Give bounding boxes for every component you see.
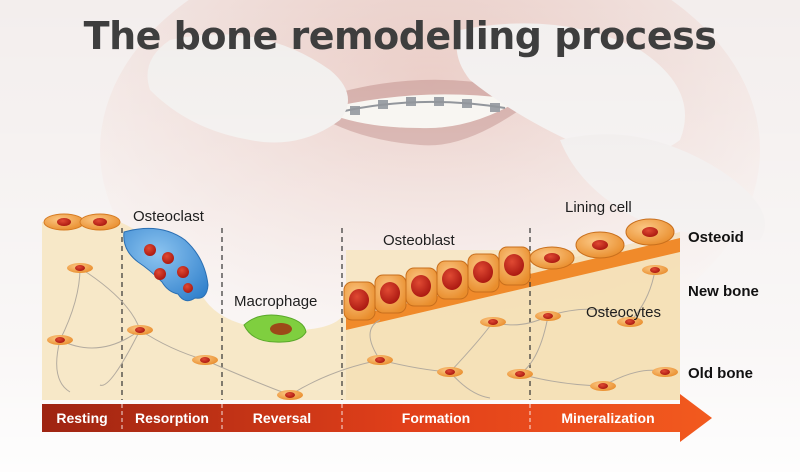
osteocyte-group [47, 263, 678, 400]
lining-cell-row [529, 218, 675, 270]
osteoblast-cell [467, 253, 500, 293]
phase-resorption: Resorption [135, 410, 209, 426]
phase-mineralization: Mineralization [561, 410, 654, 426]
resting-lining-cells [43, 213, 121, 231]
osteocyte-cell [652, 367, 678, 377]
osteocyte-cell [67, 263, 93, 273]
osteocytes-label: Osteocytes [586, 304, 661, 321]
osteoblast-cell [374, 274, 407, 314]
osteoblast-cell [498, 246, 531, 286]
phase-formation: Formation [402, 410, 470, 426]
osteocyte-cell [535, 311, 561, 321]
osteoclast-label: Osteoclast [133, 208, 205, 225]
osteoblast-cell [343, 281, 376, 321]
osteocyte-cell [617, 317, 643, 327]
macrophage-cell [243, 314, 307, 343]
osteoblast-label: Osteoblast [383, 232, 456, 249]
osteocyte-cell [480, 317, 506, 327]
osteocyte-cell [642, 265, 668, 275]
lining-cell [625, 218, 675, 246]
lining-cell [575, 231, 625, 259]
phase-reversal: Reversal [253, 410, 311, 426]
osteocyte-cell [367, 355, 393, 365]
old-bone-matrix [42, 222, 346, 400]
osteoblast-cell [405, 267, 438, 307]
osteoblast-cell [436, 260, 469, 300]
old-bone-layer-label: Old bone [688, 365, 753, 382]
arrow-right-icon [42, 394, 712, 442]
osteocyte-cell [507, 369, 533, 379]
lining-cell [529, 246, 575, 270]
new-bone-layer-label: New bone [688, 283, 759, 300]
osteoblast-row [343, 246, 531, 321]
new-bone-region [346, 232, 680, 400]
osteocyte-cell [590, 381, 616, 391]
lining-cell-label: Lining cell [565, 199, 632, 216]
osteoid-layer-label: Osteoid [688, 229, 744, 246]
osteocyte-cell [437, 367, 463, 377]
osteocyte-cell [192, 355, 218, 365]
osteocyte-cell [47, 335, 73, 345]
page-title: The bone remodelling process [83, 14, 717, 58]
phase-resting: Resting [56, 410, 107, 426]
osteoclast-cell [123, 227, 209, 302]
macrophage-label: Macrophage [234, 293, 317, 310]
osteocyte-cell [277, 390, 303, 400]
osteocyte-cell [127, 325, 153, 335]
